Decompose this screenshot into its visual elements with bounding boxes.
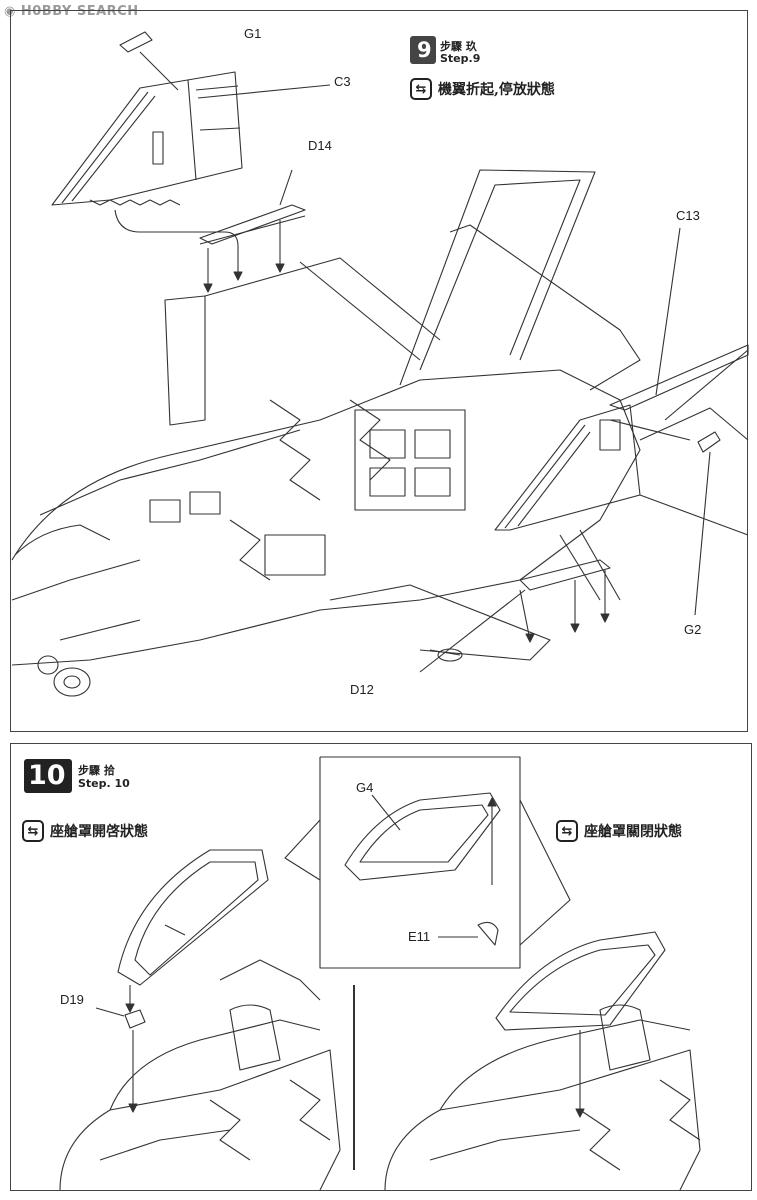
step10-badge: 10 (24, 759, 72, 793)
part-label-d14: D14 (308, 138, 332, 153)
part-label-g2: G2 (684, 622, 702, 637)
watermark-text: H0BBY SEARCH (20, 4, 139, 19)
step10-note-open-text: 座艙罩開啓狀態 (50, 824, 148, 840)
canopy-open-drawing (95, 849, 269, 1113)
step10-note-closed-text: 座艙罩關閉狀態 (584, 824, 682, 840)
step10-title-cn: 步驟 拾 (78, 764, 115, 777)
step9-number: 9 (417, 38, 432, 62)
canopy-closed-drawing (495, 931, 666, 1118)
swap-arrows-icon: ⇆ (556, 820, 578, 842)
step10-note-open: ⇆ 座艙罩開啓狀態 (22, 820, 148, 842)
step9-note: ⇆ 機翼折起,停放狀態 (410, 78, 555, 100)
step10-title-en: Step. 10 (78, 777, 130, 790)
part-label-c13: C13 (676, 208, 700, 223)
step9-title-en: Step.9 (440, 52, 481, 65)
wing-fold-drawing (419, 227, 749, 673)
step9-panel (10, 10, 748, 732)
part-label-g4: G4 (356, 780, 374, 795)
step10-number: 10 (28, 760, 66, 791)
step10-note-closed: ⇆ 座艙罩關閉狀態 (556, 820, 682, 842)
watermark-logo: ◉ H0BBY SEARCH (4, 4, 139, 19)
step10-panel (10, 743, 752, 1191)
fuselage-drawing (11, 169, 641, 697)
part-label-d19: D19 (60, 992, 84, 1007)
swap-arrows-icon: ⇆ (22, 820, 44, 842)
part-label-c3: C3 (334, 74, 351, 89)
tail-fin-c3-drawing (51, 31, 331, 275)
watermark-icon: ◉ (4, 4, 16, 19)
part-d14-drawing (199, 169, 306, 293)
swap-arrows-icon: ⇆ (410, 78, 432, 100)
cockpit-right-drawing (384, 1004, 701, 1191)
part-label-e11: E11 (408, 929, 431, 944)
step9-title-cn: 步驟 玖 (440, 40, 477, 53)
cockpit-left-drawing (59, 959, 341, 1191)
step9-note-text: 機翼折起,停放狀態 (438, 82, 555, 98)
part-label-g1: G1 (244, 26, 262, 41)
part-label-d12: D12 (350, 682, 374, 697)
step9-badge: 9 (410, 36, 436, 64)
callout-closed-canopy (284, 756, 571, 969)
